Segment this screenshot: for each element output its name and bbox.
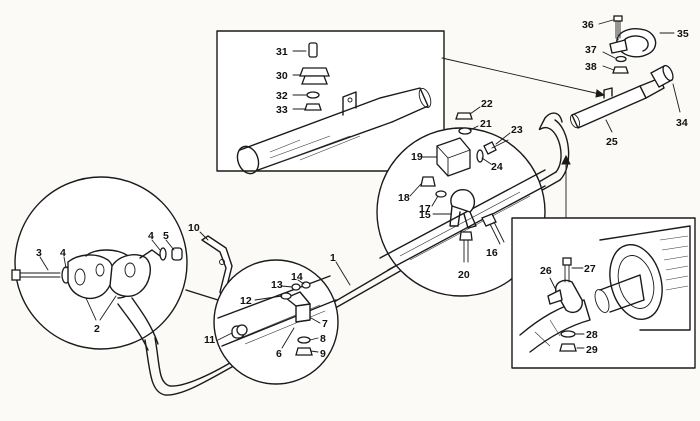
label-4-right: 4	[148, 230, 154, 242]
label-13: 13	[271, 279, 283, 291]
label-6: 6	[276, 348, 282, 360]
inset-front-mounting: 3 4 2 4 5	[11, 176, 188, 351]
label-8: 8	[320, 333, 326, 345]
inset-mounting-rubber: 31 30 32 33	[216, 30, 445, 175]
label-32: 32	[276, 90, 288, 102]
label-33: 33	[276, 104, 288, 116]
label-14: 14	[291, 271, 303, 283]
label-21: 21	[480, 118, 492, 130]
label-36: 36	[582, 19, 594, 31]
label-4-left: 4	[60, 247, 66, 259]
label-5: 5	[163, 230, 169, 242]
label-37: 37	[585, 44, 597, 56]
label-7: 7	[322, 318, 328, 330]
label-25: 25	[606, 136, 618, 148]
label-16: 16	[486, 247, 498, 259]
label-3: 3	[36, 247, 42, 259]
main-pipe-assembly	[144, 112, 570, 396]
label-22: 22	[481, 98, 493, 110]
label-2: 2	[94, 323, 100, 335]
inset-rear-mounting: 11 12 13 14 7 8 9 6	[204, 259, 339, 385]
label-9: 9	[320, 348, 326, 360]
label-15: 15	[419, 209, 431, 221]
label-34: 34	[676, 117, 688, 129]
label-31: 31	[276, 46, 288, 58]
label-29: 29	[586, 344, 598, 356]
label-35: 35	[677, 28, 689, 40]
label-19: 19	[411, 151, 423, 163]
label-26: 26	[540, 265, 552, 277]
inset-front-clamp: 26 27 28 29	[511, 217, 696, 369]
label-1: 1	[330, 252, 336, 264]
label-38: 38	[585, 61, 597, 73]
label-24: 24	[491, 161, 503, 173]
label-28: 28	[586, 329, 598, 341]
label-30: 30	[276, 70, 288, 82]
label-20: 20	[458, 269, 470, 281]
tail-pipe-group: 36 35 37 38 25 34	[570, 15, 689, 148]
inset-center-clamp: 22 21 23 24 19 18 17 15 20 16	[376, 98, 546, 297]
label-10: 10	[188, 222, 200, 234]
label-18: 18	[398, 192, 410, 204]
label-23: 23	[511, 124, 523, 136]
label-11: 11	[204, 334, 215, 346]
label-17: 17	[419, 203, 431, 215]
label-12: 12	[240, 295, 252, 307]
label-27: 27	[584, 263, 596, 275]
